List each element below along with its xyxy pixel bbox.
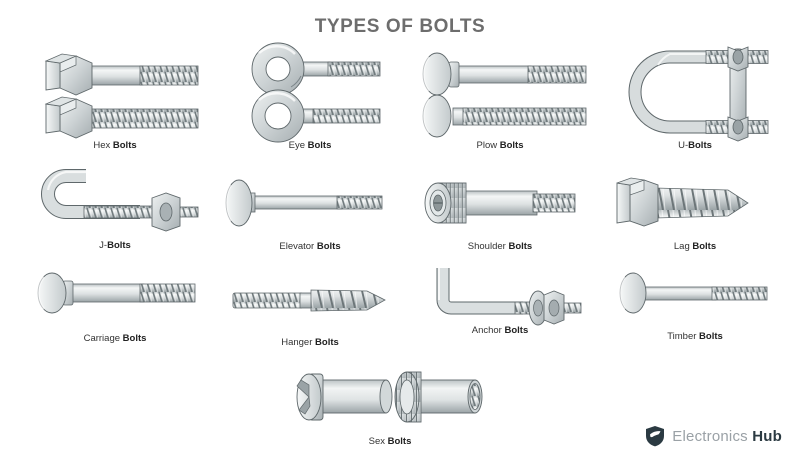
elevator-bolts-illustration: [215, 178, 405, 230]
item-plow-bolts: Plow Bolts: [405, 52, 595, 152]
sex-bolt-female: [394, 371, 483, 423]
item-timber-bolts: Timber Bolts: [600, 272, 790, 343]
caption-elevator-bolts: Elevator Bolts: [279, 241, 341, 252]
item-sex-bolts: Sex Bolts: [285, 366, 495, 448]
caption-plow-bolts: Plow Bolts: [476, 140, 524, 151]
shoulder-bolts-illustration: [405, 178, 595, 230]
lag-bolt: [616, 177, 749, 227]
lag-bolts-illustration: [600, 177, 790, 230]
brand-logo[interactable]: Electronics Hub: [645, 425, 782, 447]
u-bolt: [628, 46, 769, 142]
item-hex-bolts: Hex Bolts: [20, 52, 210, 152]
plow-bolt-bottom: [422, 94, 587, 138]
item-shoulder-bolts: Shoulder Bolts: [405, 178, 595, 253]
j-bolts-illustration: [20, 168, 210, 232]
eye-bolt-bottom: [251, 89, 381, 143]
caption-anchor-bolts: Anchor Bolts: [471, 325, 529, 336]
carriage-bolts-illustration: [20, 272, 210, 320]
hex-bolt-bottom: [44, 96, 199, 139]
hanger-bolts-illustration: [215, 282, 405, 318]
item-u-bolts: U-Bolts: [600, 45, 790, 152]
caption-j-bolts: J-Bolts: [99, 240, 131, 251]
j-bolt: [41, 169, 199, 232]
eye-bolts-illustration: [215, 42, 405, 143]
item-anchor-bolts: Anchor Bolts: [405, 262, 595, 337]
caption-timber-bolts: Timber Bolts: [667, 331, 723, 342]
caption-carriage-bolts: Carriage Bolts: [83, 333, 147, 344]
caption-u-bolts: U-Bolts: [678, 140, 712, 151]
eye-bolt-top: [251, 42, 381, 96]
shoulder-bolt: [424, 182, 576, 224]
page-title: TYPES OF BOLTS: [314, 16, 486, 37]
plow-bolt-top: [422, 52, 587, 96]
carriage-bolt: [37, 272, 196, 314]
brand-name: Electronics Hub: [672, 427, 782, 445]
hex-bolt-top: [44, 53, 199, 96]
caption-eye-bolts: Eye Bolts: [288, 140, 332, 151]
shield-leaf-icon: [645, 425, 665, 447]
item-hanger-bolts: Hanger Bolts: [215, 282, 405, 349]
hex-bolts-illustration: [20, 52, 210, 140]
anchor-bolt: [436, 268, 582, 326]
item-elevator-bolts: Elevator Bolts: [215, 178, 405, 253]
sex-bolt-male: [296, 373, 393, 421]
item-carriage-bolts: Carriage Bolts: [20, 272, 210, 345]
hanger-bolt: [232, 289, 386, 312]
timber-bolt: [618, 272, 768, 314]
timber-bolts-illustration: [600, 272, 790, 316]
caption-lag-bolts: Lag Bolts: [673, 241, 717, 252]
elevator-bolt: [224, 179, 383, 227]
caption-sex-bolts: Sex Bolts: [368, 436, 412, 447]
caption-hex-bolts: Hex Bolts: [93, 140, 137, 151]
item-j-bolts: J-Bolts: [20, 168, 210, 252]
sex-bolts-illustration: [285, 366, 495, 428]
u-bolts-illustration: [600, 45, 790, 142]
caption-shoulder-bolts: Shoulder Bolts: [467, 241, 533, 252]
item-eye-bolts: Eye Bolts: [215, 42, 405, 152]
item-lag-bolts: Lag Bolts: [600, 177, 790, 253]
plow-bolts-illustration: [405, 52, 595, 140]
anchor-bolts-illustration: [405, 262, 595, 326]
caption-hanger-bolts: Hanger Bolts: [281, 337, 339, 348]
